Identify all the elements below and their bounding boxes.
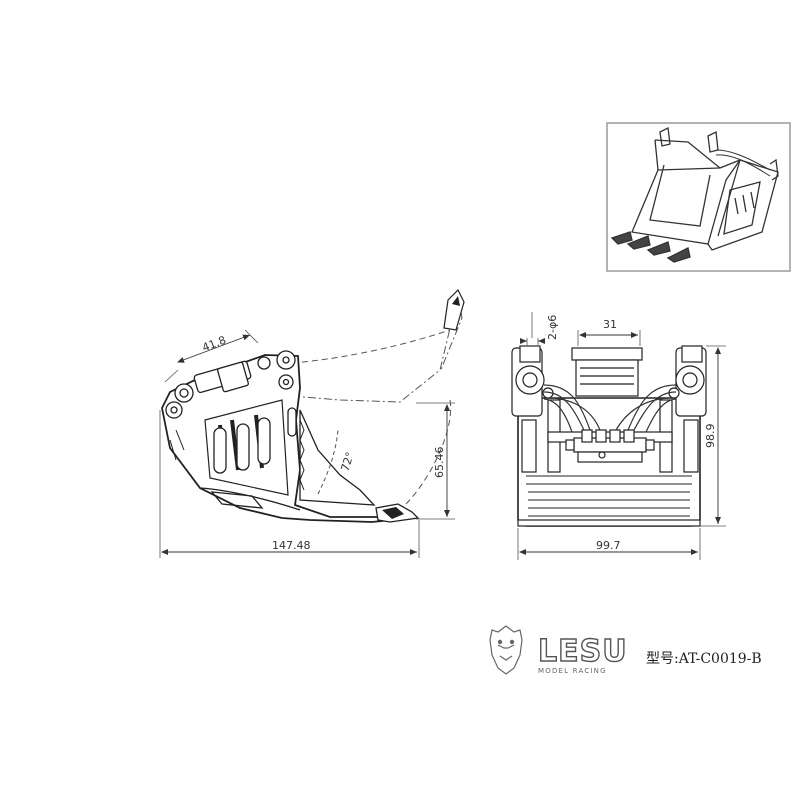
angle-arc: [317, 429, 339, 495]
side-bucket-outline: [161, 354, 413, 523]
dim-41-8-label: 41.8: [200, 333, 228, 354]
dim-2-phi-6-label: 2-φ6: [546, 315, 559, 340]
swing-arc-lower: [404, 399, 452, 506]
rotated-bucket-outline: [291, 293, 463, 403]
dim-147-48-label: 147.48: [272, 539, 311, 552]
bucket-perspective-drawing: [610, 127, 779, 263]
model-number: 型号:AT-C0019-B: [646, 651, 762, 667]
brand-name: LESU: [538, 634, 628, 669]
dim-65-46-label: 65.46: [433, 447, 446, 479]
rotated-tooth: [443, 288, 465, 331]
angle-label: 72°: [338, 450, 356, 473]
swing-arc: [291, 329, 451, 364]
dim-98-9-label: 98.9: [704, 424, 717, 449]
perspective-view-inset: [606, 122, 791, 272]
lion-head-icon: [489, 625, 523, 675]
front-view-drawing: 2-φ6 31 98.9 99.7: [511, 312, 726, 560]
brand-logo: LESU MODEL RACING 型号:AT-C0019-B: [489, 625, 762, 675]
side-view-drawing: 72° 41.8 65.46 147.48: [159, 288, 465, 558]
dim-31-label: 31: [603, 318, 617, 331]
brand-tagline: MODEL RACING: [538, 667, 607, 675]
dim-99-7-label: 99.7: [596, 539, 621, 552]
dim-line-41-8: [177, 334, 251, 363]
